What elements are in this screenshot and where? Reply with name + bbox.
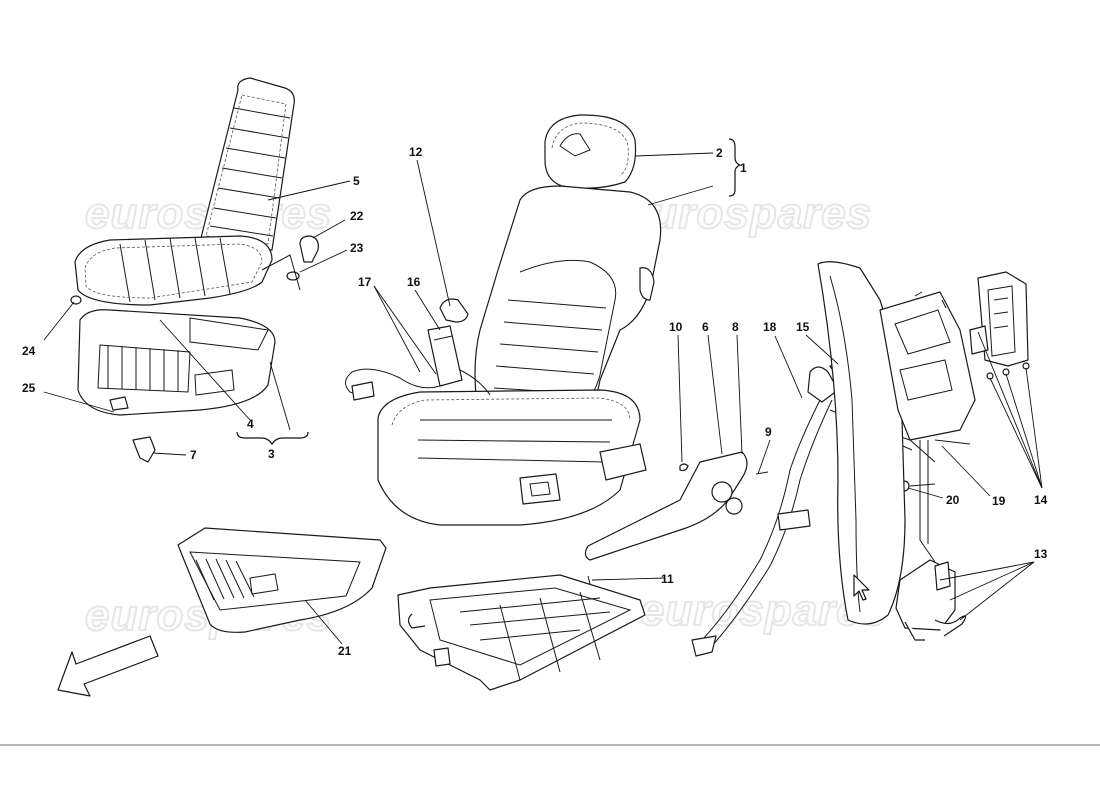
leader-lines: [43, 138, 1043, 645]
callout-4: 4: [247, 417, 254, 431]
seat-base-pan: [177, 527, 387, 633]
callout-10: 10: [669, 320, 683, 334]
callout-14: 14: [1034, 493, 1048, 507]
callout-5: 5: [353, 174, 360, 188]
callout-25: 25: [22, 381, 36, 395]
callout-1: 1: [740, 161, 747, 175]
callout-21: 21: [338, 644, 352, 658]
callout-8: 8: [732, 320, 739, 334]
footer-rule: [0, 744, 1100, 746]
seat-side-trim: [584, 451, 769, 593]
callout-15: 15: [796, 320, 810, 334]
callout-22: 22: [350, 209, 364, 223]
callout-9: 9: [765, 425, 772, 439]
callout-7: 7: [190, 448, 197, 462]
seat-assembly: [377, 114, 662, 526]
belt-buckle-assembly: [345, 298, 491, 401]
watermark-top-right: eurospares: [625, 189, 872, 238]
direction-arrow-icon: [57, 635, 159, 697]
height-adjuster: [969, 271, 1030, 380]
callout-2: 2: [716, 146, 723, 160]
small-parts-left: [70, 235, 319, 463]
callout-23: 23: [350, 241, 364, 255]
callout-17: 17: [358, 275, 372, 289]
callout-16: 16: [407, 275, 421, 289]
callout-6: 6: [702, 320, 709, 334]
callout-11: 11: [661, 572, 674, 586]
callout-13: 13: [1034, 547, 1048, 561]
callout-19: 19: [992, 494, 1006, 508]
belt-retractor: [895, 440, 967, 641]
callout-20: 20: [946, 493, 960, 507]
callout-3: 3: [268, 447, 275, 461]
seat-cushion-cover: [74, 235, 273, 306]
callout-24: 24: [22, 344, 36, 358]
callout-12: 12: [409, 145, 423, 159]
seat-slide-rails: [397, 574, 646, 691]
mouse-pointer-icon: [853, 574, 870, 601]
pillar-bracket: [879, 291, 976, 441]
seat-backrest-cover: [199, 77, 295, 251]
seat-frame-foam: [77, 309, 276, 416]
callout-labels: 1 2 3 4 5 6 7 8 9 10 11 12 13 14 15 16 1…: [22, 145, 1048, 658]
callout-18: 18: [763, 320, 777, 334]
